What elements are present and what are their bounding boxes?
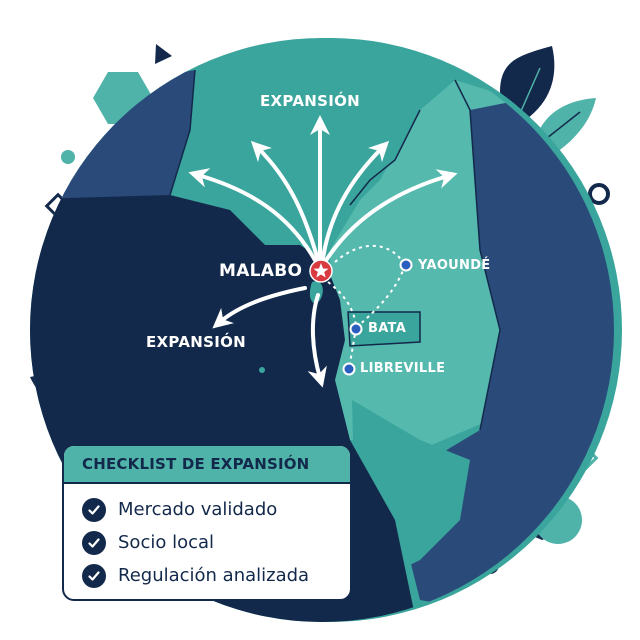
checklist-item: Mercado validado <box>82 493 350 526</box>
triangle-decoration <box>155 44 172 64</box>
city-label-libreville: LIBREVILLE <box>360 361 446 376</box>
expansion-checklist-card: CHECKLIST DE EXPANSIÓN Mercado validado … <box>62 444 352 601</box>
check-circle-icon <box>82 530 106 555</box>
checklist-item-label: Regulación analizada <box>118 565 310 586</box>
checklist-item-label: Socio local <box>118 532 215 553</box>
bata-dot-marker <box>349 322 363 336</box>
city-label-malabo: MALABO <box>219 261 303 281</box>
region-rio-muni <box>347 311 421 347</box>
ring-decoration <box>588 183 610 205</box>
region-cameroon <box>330 80 520 450</box>
checklist-header: CHECKLIST DE EXPANSIÓN <box>64 446 350 484</box>
checklist-title: CHECKLIST DE EXPANSIÓN <box>82 455 310 473</box>
checklist-item-label: Mercado validado <box>118 499 278 520</box>
expansion-label-north: EXPANSIÓN <box>260 92 360 110</box>
libreville-dot-marker <box>342 362 356 376</box>
checklist-item: Regulación analizada <box>82 559 350 592</box>
checklist-items: Mercado validado Socio local Regulación … <box>64 484 350 592</box>
bioko-island <box>309 281 323 304</box>
region-north <box>170 80 455 245</box>
dot-decoration <box>61 150 75 164</box>
city-markers <box>309 258 413 376</box>
expansion-label-west: EXPANSIÓN <box>146 333 246 351</box>
expansion-arrows <box>188 115 458 388</box>
city-label-bata: BATA <box>368 321 407 336</box>
yaounde-dot-marker <box>399 258 413 272</box>
city-label-yaounde: YAOUNDÉ <box>418 258 491 273</box>
star-icon <box>313 263 329 278</box>
check-circle-icon <box>82 563 106 588</box>
check-circle-icon <box>82 497 106 522</box>
checklist-item: Socio local <box>82 526 350 559</box>
